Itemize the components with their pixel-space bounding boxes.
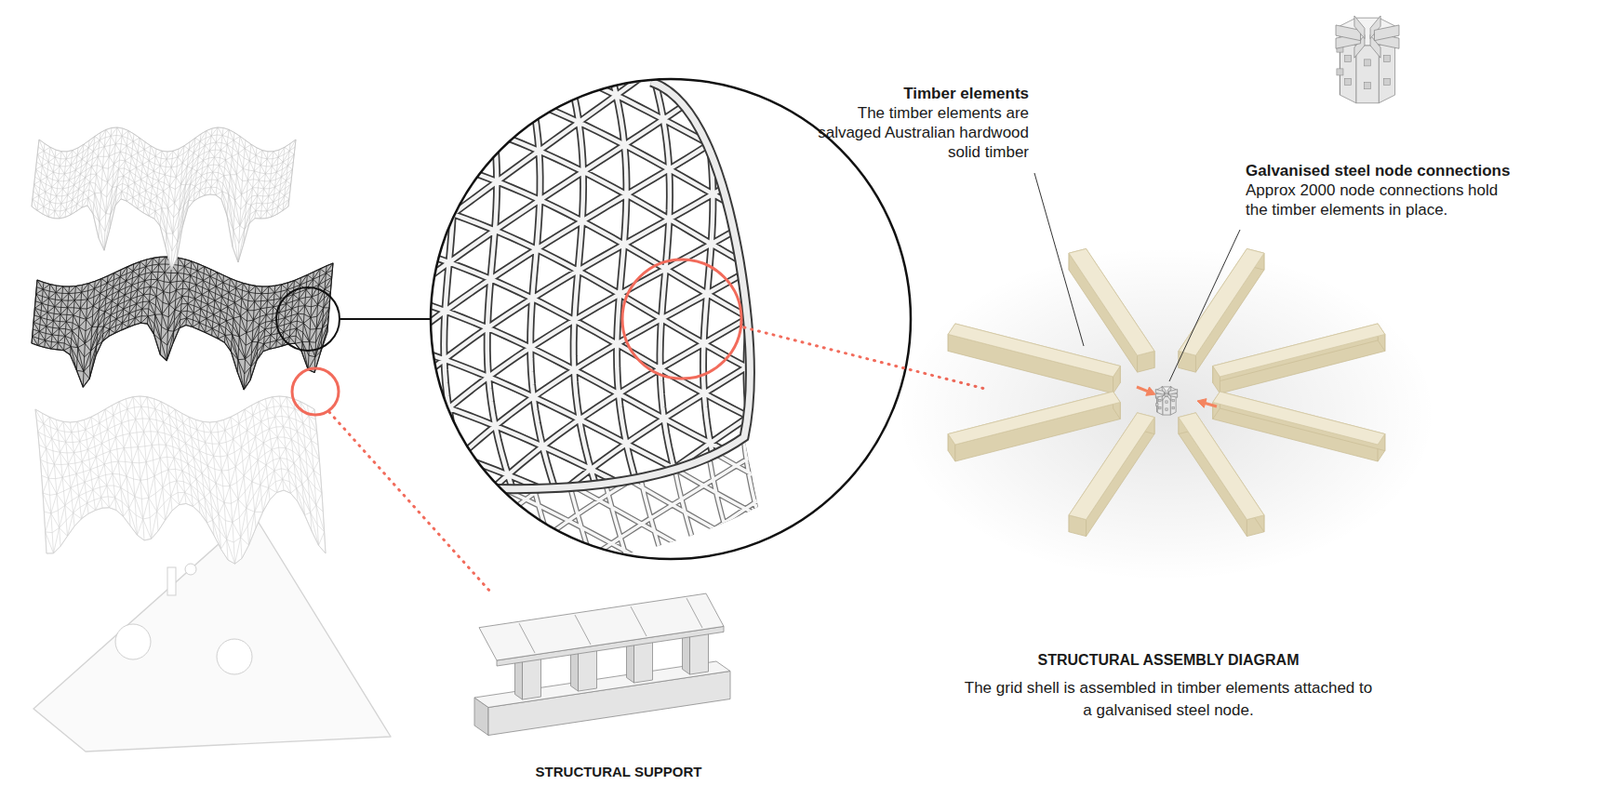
node-face (1356, 45, 1379, 104)
timber-beam (1213, 391, 1386, 462)
beam-top (1213, 323, 1386, 377)
bolt-hole (1156, 403, 1159, 406)
bolt-hole (1363, 59, 1371, 67)
plate-hole (115, 624, 151, 660)
lower-mesh-outline (35, 396, 326, 564)
plate-slot (167, 567, 176, 596)
magnifier-ring (430, 79, 911, 560)
base-plate (33, 513, 391, 752)
beam-top (1213, 391, 1386, 445)
timber-beam (1178, 248, 1265, 373)
shell-edge-outline (427, 81, 750, 490)
bolt-hole (1363, 82, 1371, 90)
node-face (1162, 396, 1171, 415)
insert-arrow (1197, 399, 1217, 409)
bolt-hole (1345, 55, 1352, 63)
ground-shadow (896, 246, 1437, 582)
timber-beam (947, 323, 1120, 394)
plate-hole (185, 563, 197, 575)
node-fin (1373, 25, 1400, 41)
diagram-title: STRUCTURAL ASSEMBLY DIAGRAM (1038, 651, 1300, 670)
detail-leader (339, 318, 430, 320)
arrow-shaft (1205, 402, 1217, 407)
diagram-caption: The grid shell is assembled in timber el… (961, 677, 1376, 722)
node-icon (1335, 15, 1400, 104)
beam-top (1178, 248, 1265, 356)
bolt-hole (1336, 68, 1344, 76)
plate-hole (216, 639, 253, 675)
bolt-hole (1165, 400, 1168, 403)
timber-beam (947, 391, 1120, 462)
timber-beam (1213, 323, 1386, 394)
callout-body: The timber elements are salvaged Austral… (803, 103, 1029, 162)
bolt-hole (1172, 399, 1174, 401)
top-mesh-outline (31, 127, 296, 270)
node-fin (1354, 15, 1365, 40)
exploded-layers (31, 127, 391, 752)
support-plate (479, 593, 724, 661)
top-mesh-grid (31, 127, 296, 270)
callout-body: Approx 2000 node connections hold the ti… (1245, 180, 1511, 220)
timber-leader (1034, 173, 1084, 347)
dark-mesh-grid (31, 256, 334, 390)
structural-support (474, 593, 731, 735)
detail-circle (276, 287, 340, 351)
drawing-label: STRUCTURAL SUPPORT (535, 762, 703, 781)
callout-heading: Galvanised steel node connections (1245, 160, 1510, 181)
support-circle (292, 368, 339, 415)
beam-top (1068, 413, 1155, 520)
beam-top (947, 391, 1120, 445)
bolt-hole (1159, 399, 1161, 401)
arrow-shaft (1136, 386, 1148, 392)
timber-beam (1068, 413, 1155, 537)
plate-rib (630, 606, 647, 637)
plate-rib (686, 598, 703, 628)
node-fin (1161, 386, 1166, 394)
bolt-hole (1165, 408, 1168, 411)
lower-mesh-grid (35, 396, 326, 564)
beam-top (1178, 413, 1265, 520)
plate-rib (519, 623, 535, 654)
bolt-hole (1345, 78, 1352, 85)
node-fin (1169, 389, 1178, 396)
arrow-head (1146, 386, 1156, 396)
timber-beam (1178, 413, 1265, 537)
shell-edge (427, 81, 750, 490)
insert-arrow (1136, 386, 1156, 396)
beam-top (947, 323, 1120, 377)
plate-rib (574, 614, 591, 645)
callout-heading: Timber elements (903, 83, 1029, 104)
dark-mesh-outline (31, 256, 334, 390)
bolt-hole (1172, 406, 1174, 409)
central-node (1155, 386, 1177, 415)
arrow-head (1197, 399, 1207, 409)
bolt-hole (1159, 406, 1161, 409)
node-highlight-circle (622, 259, 742, 379)
bolt-hole (1383, 55, 1390, 63)
bolt-hole (1383, 78, 1390, 85)
timber-beam (1068, 248, 1155, 373)
assembly-diagram (896, 246, 1437, 582)
node-callout-leader (1169, 229, 1240, 382)
